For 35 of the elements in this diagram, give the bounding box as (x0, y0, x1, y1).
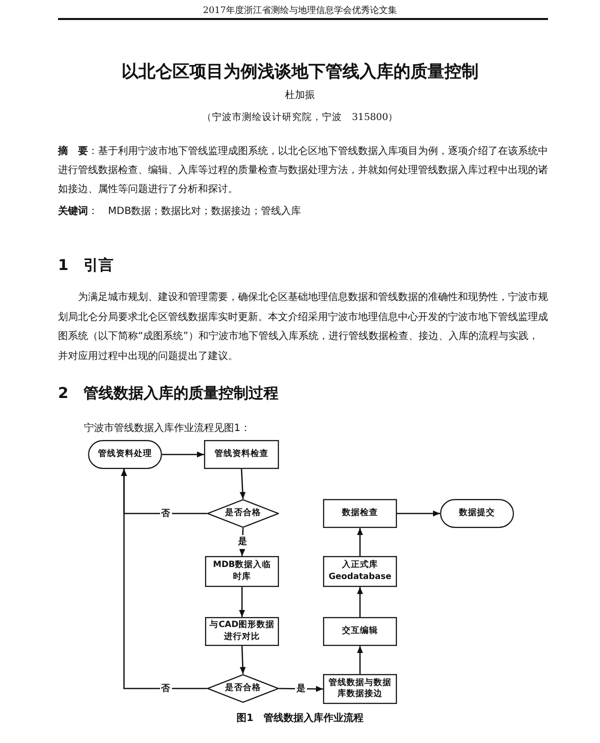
arrow (121, 469, 207, 690)
process-box: 入正式库 Geodatabase (323, 556, 397, 587)
arrow (239, 587, 245, 617)
process-box: 管线资料检查 (204, 440, 279, 469)
terminal-box: 数据提交 (440, 499, 514, 528)
edge-label: 否 (160, 682, 172, 696)
affiliation: （宁波市测绘设计研究院，宁波 315800） (200, 111, 400, 124)
edge-label: 是 (295, 682, 307, 696)
edge-label: 是 (236, 535, 248, 549)
decision-diamond: 是否合格 (207, 499, 279, 528)
abstract-paragraph: 摘 要：基于利用宁波市地下管线监理成图系统，以北仑区地下管线数据入库项目为例，逐项介绍了在该系统中进行管线数据检查、编辑、入库等过程的质量检查与数据处理方法，并就如何处理管线数据入库过程中出现的诸如接边、属性等问题进行了分析和探讨。 (58, 144, 548, 197)
running-header: 2017年度浙江省测绘与地理信息学会优秀论文集 (202, 4, 398, 17)
arrow (357, 528, 363, 556)
figure-intro: 宁波市管线数据入库作业流程见图1： (84, 422, 250, 435)
arrow (357, 646, 363, 674)
keywords-line: 关键词： MDB数据；数据比对；数据接边；管线入库 (58, 204, 302, 218)
process-box: 交互编辑 (323, 617, 397, 646)
section-heading: 2 管线数据入库的质量控制过程 (58, 384, 278, 403)
body-paragraph: 为满足城市规划、建设和管理需要，确保北仑区基础地理信息数据和管线数据的准确性和现势性，宁波市规划局北仑分局要求北仑区管线数据库实时更新。本文介绍采用宁波市地理信息中心开发的宁波市地下管线监理成图系统（以下简称“成图系统”）和宁波市地下管线入库系统，进行管线数据检查、接边、入库的流程与实践，并对应用过程中出现的问题提出了建议。 (58, 290, 548, 364)
section-heading: 1 引言 (58, 256, 114, 275)
process-box: MDB数据入临时库 (205, 556, 279, 587)
process-box: 管线数据与数据库数据接边 (323, 674, 397, 704)
arrow (397, 510, 440, 516)
decision-diamond: 是否合格 (207, 674, 279, 703)
arrow (240, 646, 246, 674)
author-name: 杜加振 (284, 88, 316, 102)
page-title: 以北仑区项目为例浅谈地下管线入库的质量控制 (120, 61, 480, 83)
edge-label: 否 (160, 506, 172, 520)
process-box: 与CAD图形数据进行对比 (205, 617, 279, 646)
terminal-box: 管线资料处理 (88, 440, 162, 469)
process-box: 数据检查 (323, 499, 397, 528)
arrow (240, 468, 246, 500)
arrow (162, 452, 204, 458)
arrow (357, 587, 363, 617)
figure-caption: 图1 管线数据入库作业流程 (236, 711, 364, 725)
